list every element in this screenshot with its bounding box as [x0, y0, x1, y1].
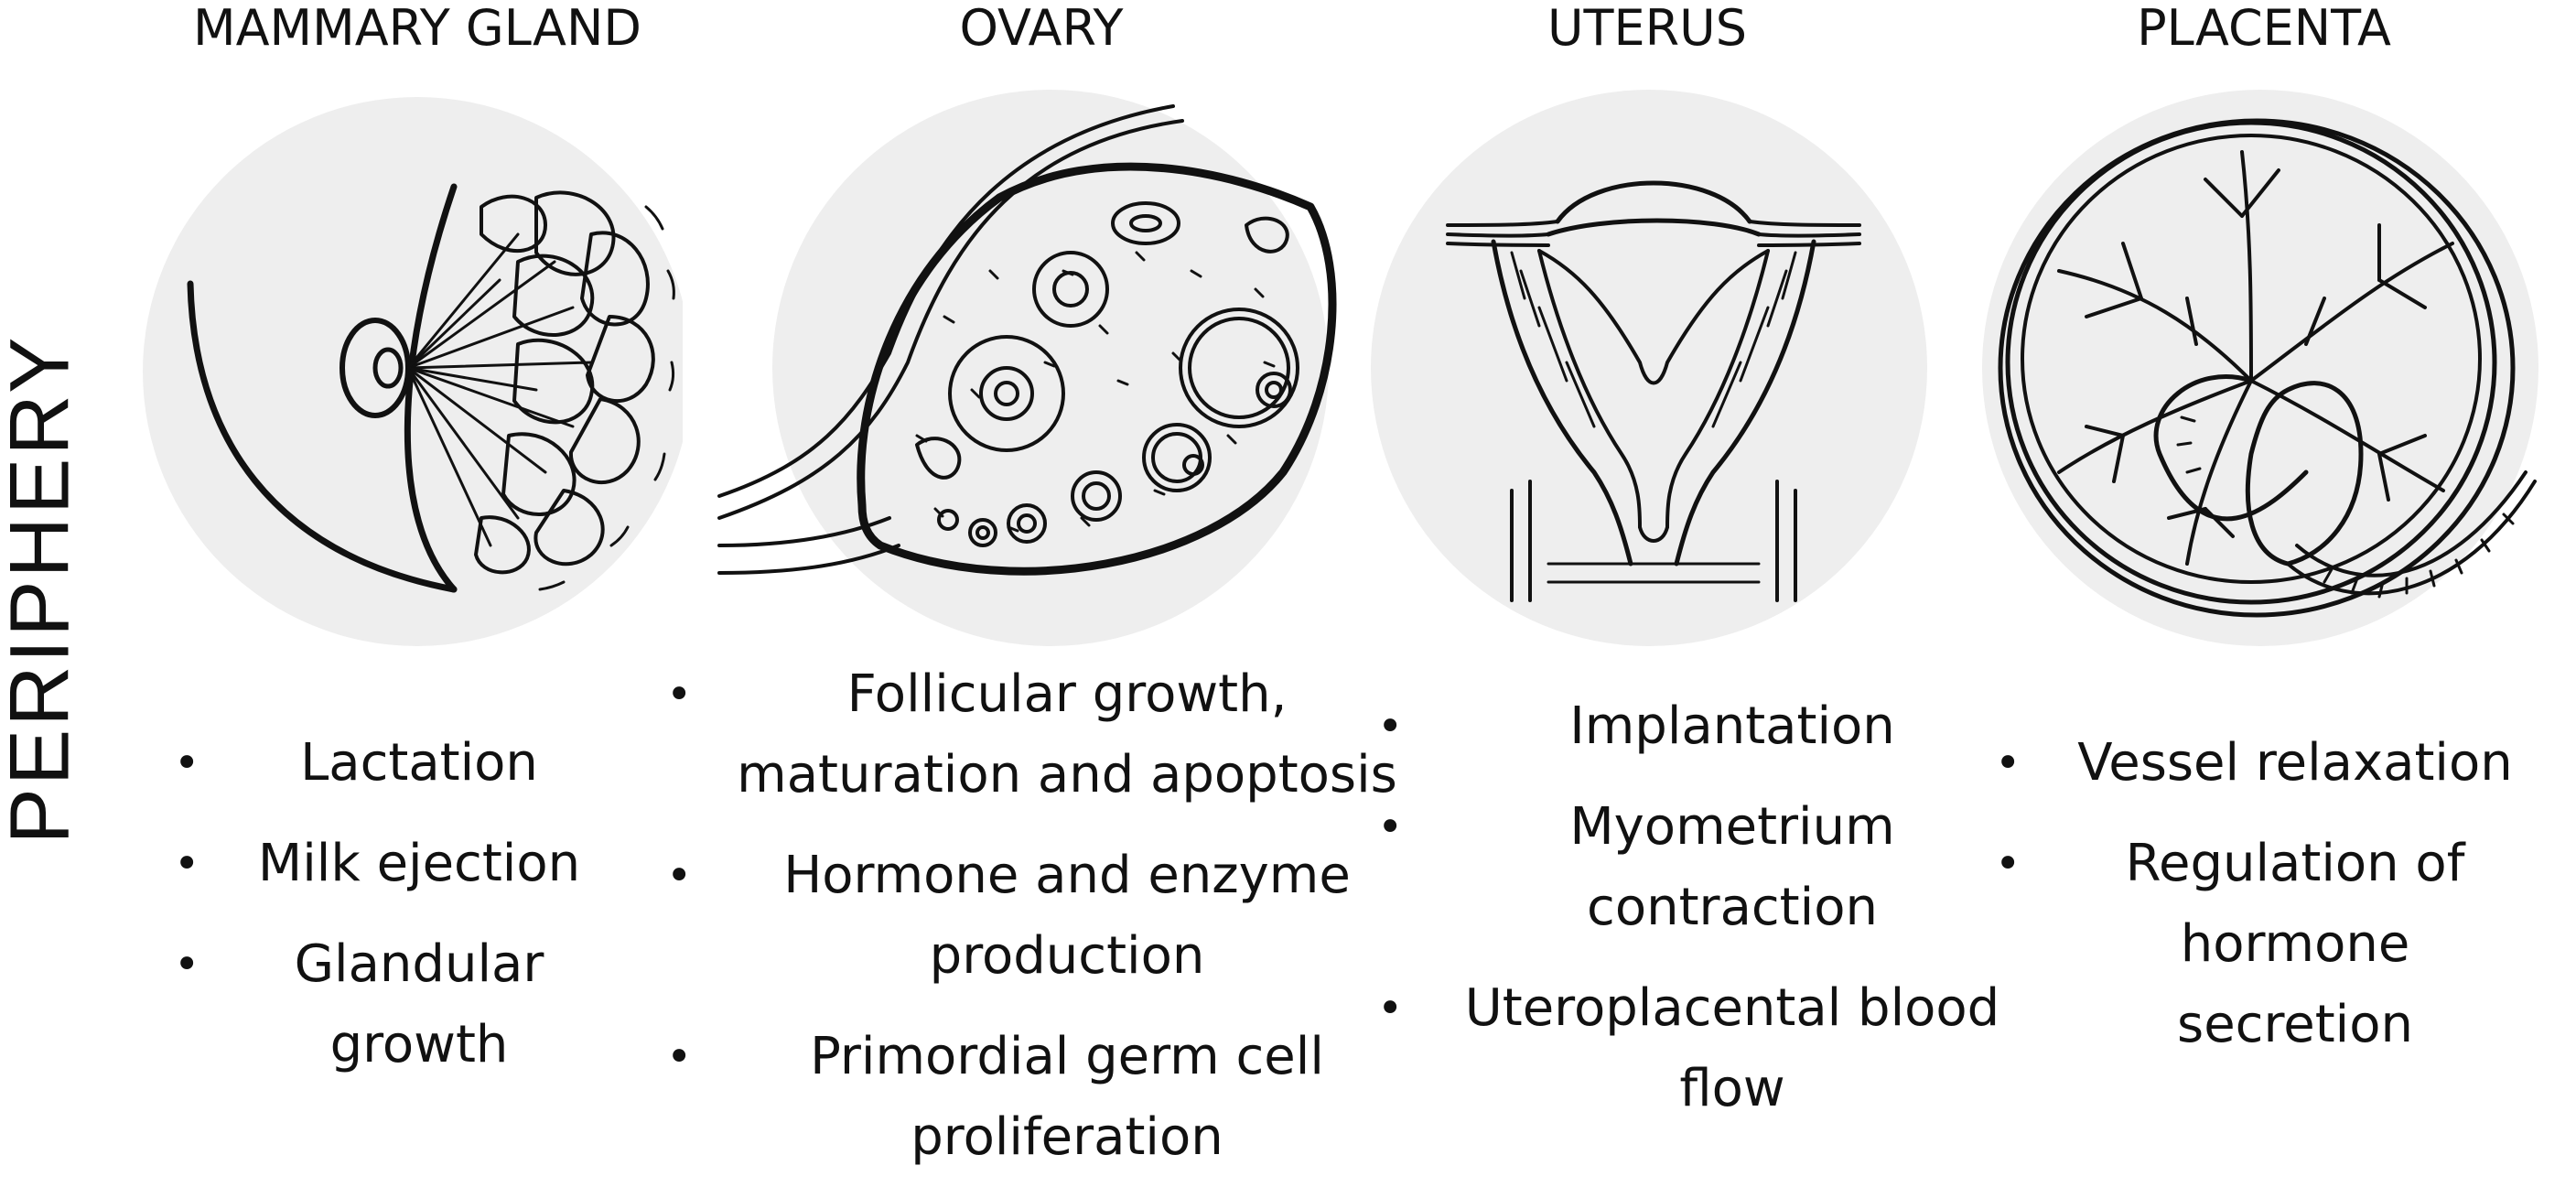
- ovary-function-line: maturation and apoptosis: [737, 745, 1397, 804]
- ovary-function-line: Hormone and enzyme: [783, 846, 1351, 905]
- mammary-function-item: Glandular growth: [174, 924, 613, 1085]
- placenta-function-line: Regulation of: [2125, 834, 2465, 893]
- periphery-label-text: PERIPHERY: [0, 334, 87, 845]
- placenta-title: PLACENTA: [2137, 0, 2391, 57]
- mammary-function-line: Lactation: [300, 733, 538, 793]
- uterus-function-line: contraction: [1587, 878, 1878, 937]
- uterus-title: UTERUS: [1547, 0, 1747, 57]
- mammary-gland-title: MAMMARY GLAND: [193, 0, 641, 57]
- ovary-function-line: Follicular growth,: [846, 664, 1288, 724]
- mammary-function-line: Glandular: [294, 934, 544, 994]
- ovary-function-line: Primordial germ cell: [810, 1027, 1324, 1086]
- ovary-function-line: proliferation: [911, 1107, 1223, 1167]
- placenta-function-item: Regulation of hormone secretion: [1995, 824, 2544, 1065]
- mammary-gland-function-list: LactationMilk ejectionGlandular growth: [174, 723, 613, 1106]
- placenta-function-line: secretion: [2177, 995, 2413, 1054]
- ovary-title: OVARY: [959, 0, 1124, 57]
- placenta-function-list: Vessel relaxationRegulation of hormone sec…: [1995, 723, 2544, 1085]
- breast-anatomy-icon: [143, 97, 683, 646]
- uterus-function-item: Uteroplacental blood flow: [1377, 968, 2036, 1129]
- ovary-function-item: Follicular growth, maturation and apoptos…: [666, 654, 1417, 815]
- uterus-function-line: Implantation: [1569, 696, 1895, 756]
- placenta-function-line: hormone: [2180, 914, 2410, 974]
- mammary-function-line: Milk ejection: [257, 834, 581, 893]
- placenta-anatomy-icon: [1982, 90, 2538, 646]
- placenta-function-line: Vessel relaxation: [2077, 733, 2513, 793]
- uterus-function-item: Myometrium contraction: [1377, 787, 2036, 948]
- uterus-function-line: Uteroplacental blood: [1464, 978, 2000, 1038]
- mammary-function-line: growth: [329, 1015, 509, 1074]
- ovary-function-line: production: [929, 926, 1205, 986]
- uterus-function-line: flow: [1679, 1059, 1785, 1118]
- ovary-function-item: Hormone and enzyme production: [666, 836, 1417, 997]
- placenta-function-item: Vessel relaxation: [1995, 723, 2544, 804]
- uterus-function-line: Myometrium: [1569, 797, 1895, 857]
- ovary-function-item: Primordial germ cell proliferation: [666, 1017, 1417, 1178]
- ovary-anatomy-icon: [717, 90, 1337, 646]
- mammary-function-item: Lactation: [174, 723, 613, 804]
- uterus-anatomy-icon: [1371, 90, 1927, 646]
- uterus-function-list: ImplantationMyometrium contractionUteropl…: [1377, 686, 2036, 1149]
- mammary-function-item: Milk ejection: [174, 824, 613, 904]
- uterus-function-item: Implantation: [1377, 686, 2036, 767]
- ovary-function-list: Follicular growth, maturation and apoptos…: [666, 654, 1417, 1198]
